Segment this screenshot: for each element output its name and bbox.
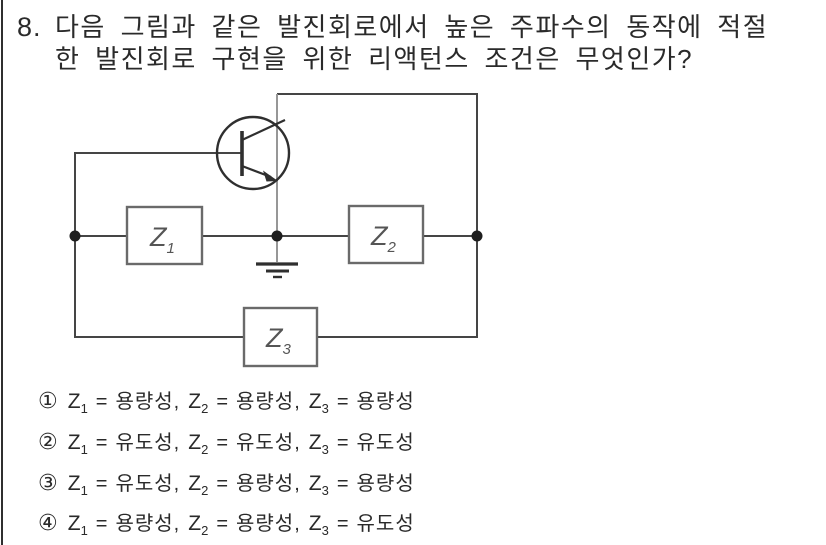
option-clause: Z2 = 유도성, [188, 430, 301, 456]
z-term: Z1 [67, 512, 88, 539]
option-clause: Z1 = 유도성, [68, 471, 181, 497]
z-term: Z3 [308, 390, 329, 417]
option-clause: Z1 = 유도성, [68, 430, 181, 456]
transistor-collector-lead [241, 119, 286, 141]
z-term: Z2 [188, 431, 209, 458]
node-middle [271, 230, 283, 242]
option-number: ① [38, 388, 58, 413]
z3-label: Z3 [265, 323, 292, 358]
option-clause: Z1 = 용량성, [68, 389, 181, 415]
option-clause: Z3 = 유도성 [309, 430, 415, 456]
equals-sign: = [336, 391, 349, 413]
option-clause: Z2 = 용량성, [188, 389, 301, 415]
impedance-box-z2: Z2 [347, 204, 425, 265]
z1-box [125, 205, 204, 266]
equals-sign: = [95, 391, 108, 413]
z-term: Z2 [188, 472, 209, 499]
z1-label: Z1 [149, 222, 175, 257]
question-number: 8. [17, 12, 42, 42]
z-term: Z3 [308, 431, 329, 458]
reactance-value: 용량성, [115, 391, 181, 413]
npn-transistor-icon [215, 115, 291, 191]
option-number: ③ [38, 470, 58, 495]
answer-option-1[interactable]: ① Z1 = 용량성, Z2 = 용량성, Z3 = 용량성 [38, 388, 423, 415]
node-right [471, 230, 483, 242]
z-term: Z1 [67, 431, 88, 458]
z3-box [242, 306, 319, 368]
option-clause: Z3 = 유도성 [309, 511, 415, 537]
impedance-box-z1: Z1 [125, 205, 204, 266]
equals-sign: = [216, 513, 228, 535]
reactance-value: 유도성, [115, 432, 181, 454]
answer-option-3[interactable]: ③ Z1 = 유도성, Z2 = 용량성, Z3 = 용량성 [38, 470, 423, 497]
z-term: Z1 [67, 390, 88, 417]
reactance-value: 용량성, [236, 513, 301, 535]
equals-sign: = [95, 473, 108, 495]
page-border-left [1, 0, 3, 545]
option-clause: Z3 = 용량성 [309, 389, 415, 415]
equals-sign: = [216, 432, 228, 454]
z-term: Z3 [308, 512, 329, 539]
equals-sign: = [95, 432, 108, 454]
transistor-body [215, 115, 291, 191]
answer-option-2[interactable]: ② Z1 = 유도성, Z2 = 유도성, Z3 = 유도성 [38, 429, 423, 456]
question-text-line1: 다음 그림과 같은 발진회로에서 높은 주파수의 동작에 적절 [55, 12, 769, 42]
question-text-line2: 한 발진회로 구현을 위한 리액턴스 조건은 무엇인가? [55, 44, 694, 74]
equals-sign: = [336, 432, 349, 454]
equals-sign: = [336, 513, 349, 535]
z2-box [347, 204, 425, 265]
reactance-value: 용량성, [236, 473, 301, 495]
reactance-value: 유도성 [356, 432, 415, 454]
answer-option-4[interactable]: ④ Z1 = 용량성, Z2 = 용량성, Z3 = 유도성 [38, 510, 423, 537]
option-clause: Z2 = 용량성, [188, 471, 301, 497]
option-clause: Z3 = 용량성 [309, 471, 415, 497]
reactance-value: 유도성, [115, 473, 181, 495]
option-clause: Z1 = 용량성, [68, 511, 181, 537]
z-term: Z3 [308, 472, 329, 499]
reactance-value: 용량성 [356, 391, 415, 413]
reactance-value: 유도성 [356, 513, 415, 535]
equals-sign: = [95, 513, 108, 535]
option-number: ② [38, 429, 58, 454]
z-term: Z2 [188, 512, 209, 539]
equals-sign: = [336, 473, 349, 495]
equals-sign: = [216, 391, 228, 413]
ground-icon [256, 236, 298, 279]
reactance-value: 용량성 [356, 473, 415, 495]
reactance-value: 용량성, [115, 513, 181, 535]
reactance-value: 유도성, [236, 432, 301, 454]
node-left [69, 230, 81, 242]
impedance-box-z3: Z3 [242, 306, 319, 368]
z2-label: Z2 [370, 221, 397, 256]
z-term: Z2 [188, 390, 209, 417]
emitter-arrowhead [263, 170, 278, 182]
option-clause: Z2 = 용량성, [188, 511, 301, 537]
z-term: Z1 [67, 472, 88, 499]
option-number: ④ [38, 510, 58, 535]
equals-sign: = [216, 473, 228, 495]
reactance-value: 용량성, [236, 391, 301, 413]
